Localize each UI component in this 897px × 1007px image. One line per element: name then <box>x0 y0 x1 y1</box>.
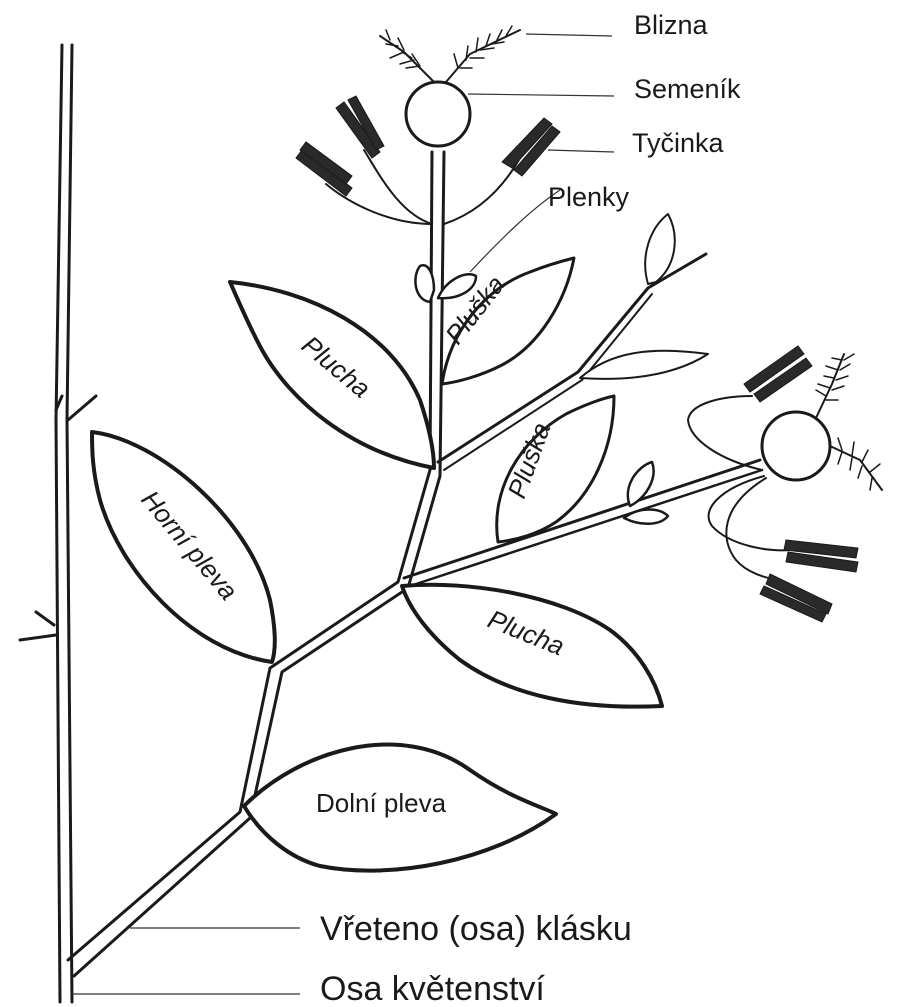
label-lower-glume: Dolní pleva <box>316 788 447 818</box>
label-lodicules: Plenky <box>548 182 630 212</box>
label-ovary: Semeník <box>634 74 741 104</box>
ovary-lower <box>762 412 830 480</box>
side-bract <box>580 351 708 379</box>
upper-flower <box>296 26 560 224</box>
label-rachilla: Vřeteno (osa) klásku <box>320 910 632 948</box>
inflorescence-axis <box>20 45 96 1002</box>
ovary-upper <box>406 82 470 146</box>
label-stamen: Tyčinka <box>632 128 725 158</box>
label-stigma: Blizna <box>634 10 709 40</box>
label-inflorescence-axis: Osa květenství <box>320 970 545 1007</box>
